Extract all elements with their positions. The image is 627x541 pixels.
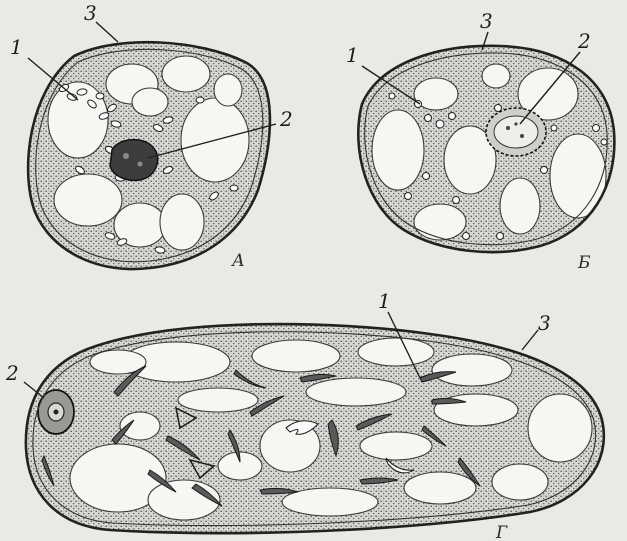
cell-g-label-3: 3 [538,311,551,335]
vacuole [482,64,510,88]
vacuole [162,56,210,92]
cell-g-leader-3 [522,330,538,350]
cell-g-letter: Г [495,523,508,541]
vacuole [404,472,476,504]
vacuole [528,394,592,462]
cell-a-label-1: 1 [10,35,23,59]
vacuole [360,432,432,460]
cell-a-label-2: 2 [279,107,293,131]
vacuole [492,464,548,500]
vacuole [54,174,122,226]
vacuole [358,338,434,366]
vacuole [148,480,220,520]
cell-g-label-1: 1 [378,289,391,313]
cell-g: 1 2 3 Г [5,289,620,541]
vacuole [214,74,242,106]
cell-b: 1 2 3 Б [345,9,625,273]
vacuole [178,388,258,412]
cell-b-label-1: 1 [346,43,359,67]
cell-a: 1 2 3 А [10,1,293,280]
vacuole [432,354,512,386]
cell-g-label-2: 2 [5,361,19,385]
vacuole [252,340,340,372]
cell-b-label-2: 2 [577,29,591,53]
vacuole [306,378,406,406]
cell-a-leader-3 [96,22,118,42]
cell-g-cytoplasm [20,310,620,540]
cell-b-label-3: 3 [480,9,493,33]
cell-a-letter: А [231,251,245,271]
vacuole [500,178,540,234]
vacuole [132,88,168,116]
vacuole [160,194,204,250]
vacuole [372,110,424,190]
vacuole [414,204,466,240]
cell-b-nucleus [486,108,546,156]
cell-b-letter: Б [577,253,591,273]
cell-a-label-3: 3 [84,1,97,25]
cell-a-nucleus [110,140,158,181]
